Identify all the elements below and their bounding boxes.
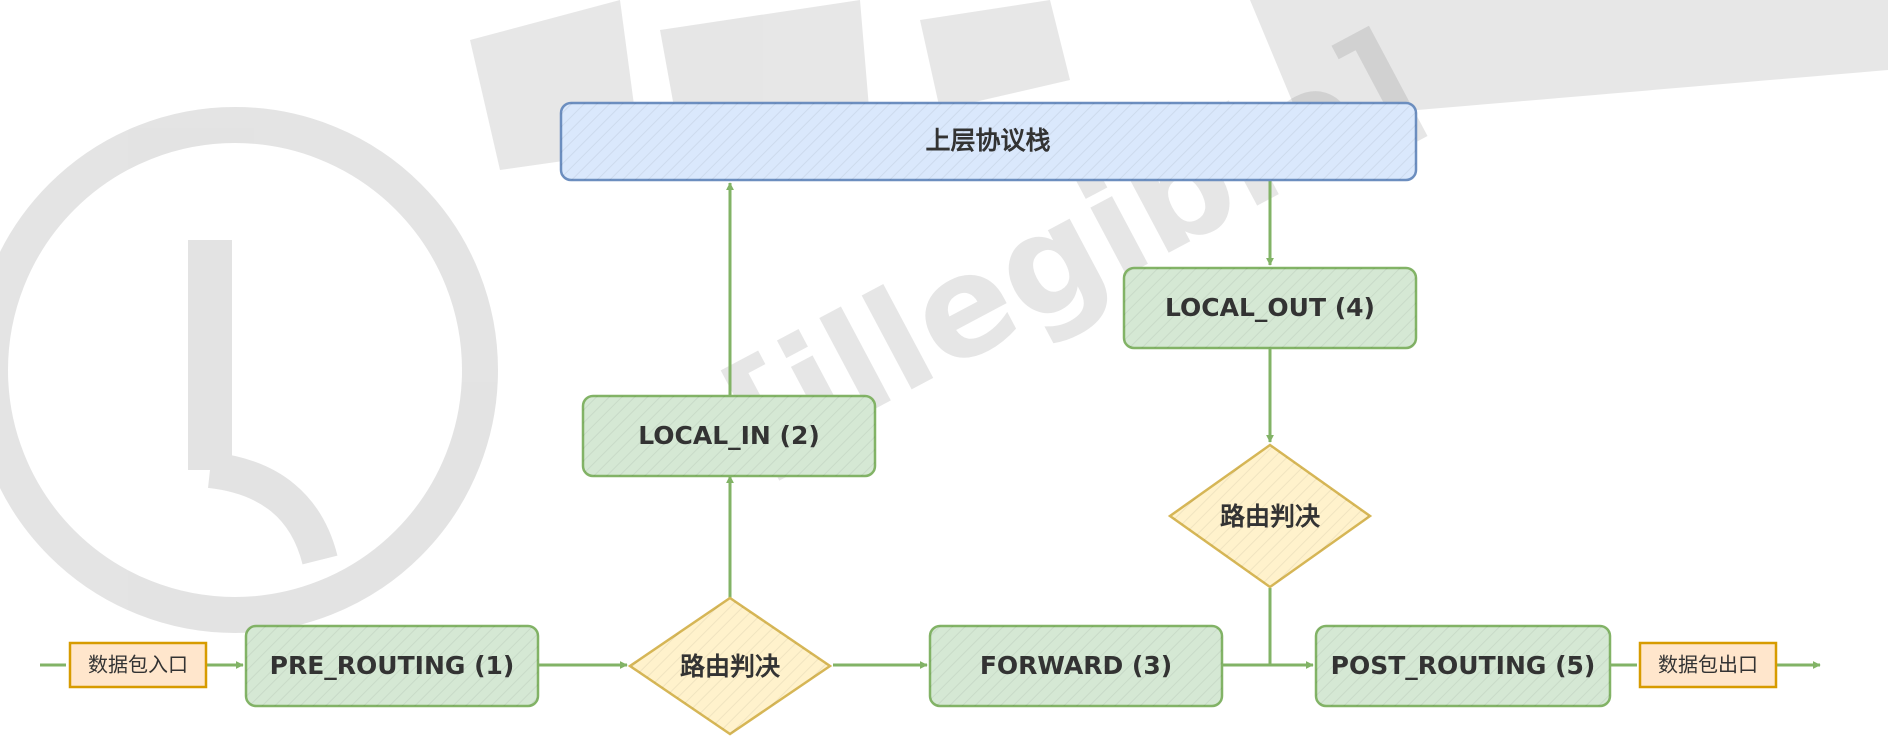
upper-stack-label: 上层协议栈: [925, 126, 1050, 155]
route-decision-output: 路由判决: [1167, 443, 1373, 589]
hook-local-in: LOCAL_IN (2): [581, 394, 877, 478]
hook-forward: FORWARD (3): [928, 624, 1224, 708]
pre-routing-label: PRE_ROUTING (1): [270, 651, 515, 680]
egress-port: 数据包出口: [1638, 641, 1778, 689]
ingress-label: 数据包入口: [88, 653, 188, 677]
hook-pre-routing: PRE_ROUTING (1): [244, 624, 540, 708]
route-decision-ingress-label: 路由判决: [680, 652, 780, 681]
egress-label: 数据包出口: [1658, 653, 1758, 677]
ingress-port: 数据包入口: [68, 641, 208, 689]
post-routing-label: POST_ROUTING (5): [1331, 651, 1596, 680]
route-decision-ingress: 路由判决: [627, 596, 833, 736]
local-in-label: LOCAL_IN (2): [638, 421, 820, 450]
forward-label: FORWARD (3): [980, 651, 1172, 680]
local-out-label: LOCAL_OUT (4): [1165, 293, 1375, 322]
watermark: [illegible]: [0, 0, 1888, 633]
connectors: [40, 180, 1821, 669]
route-decision-output-label: 路由判决: [1220, 502, 1320, 531]
hook-post-routing: POST_ROUTING (5): [1314, 624, 1612, 708]
upper-protocol-stack: 上层协议栈: [559, 101, 1418, 182]
watermark-logo-icon: [0, 107, 498, 633]
hook-local-out: LOCAL_OUT (4): [1122, 266, 1418, 350]
